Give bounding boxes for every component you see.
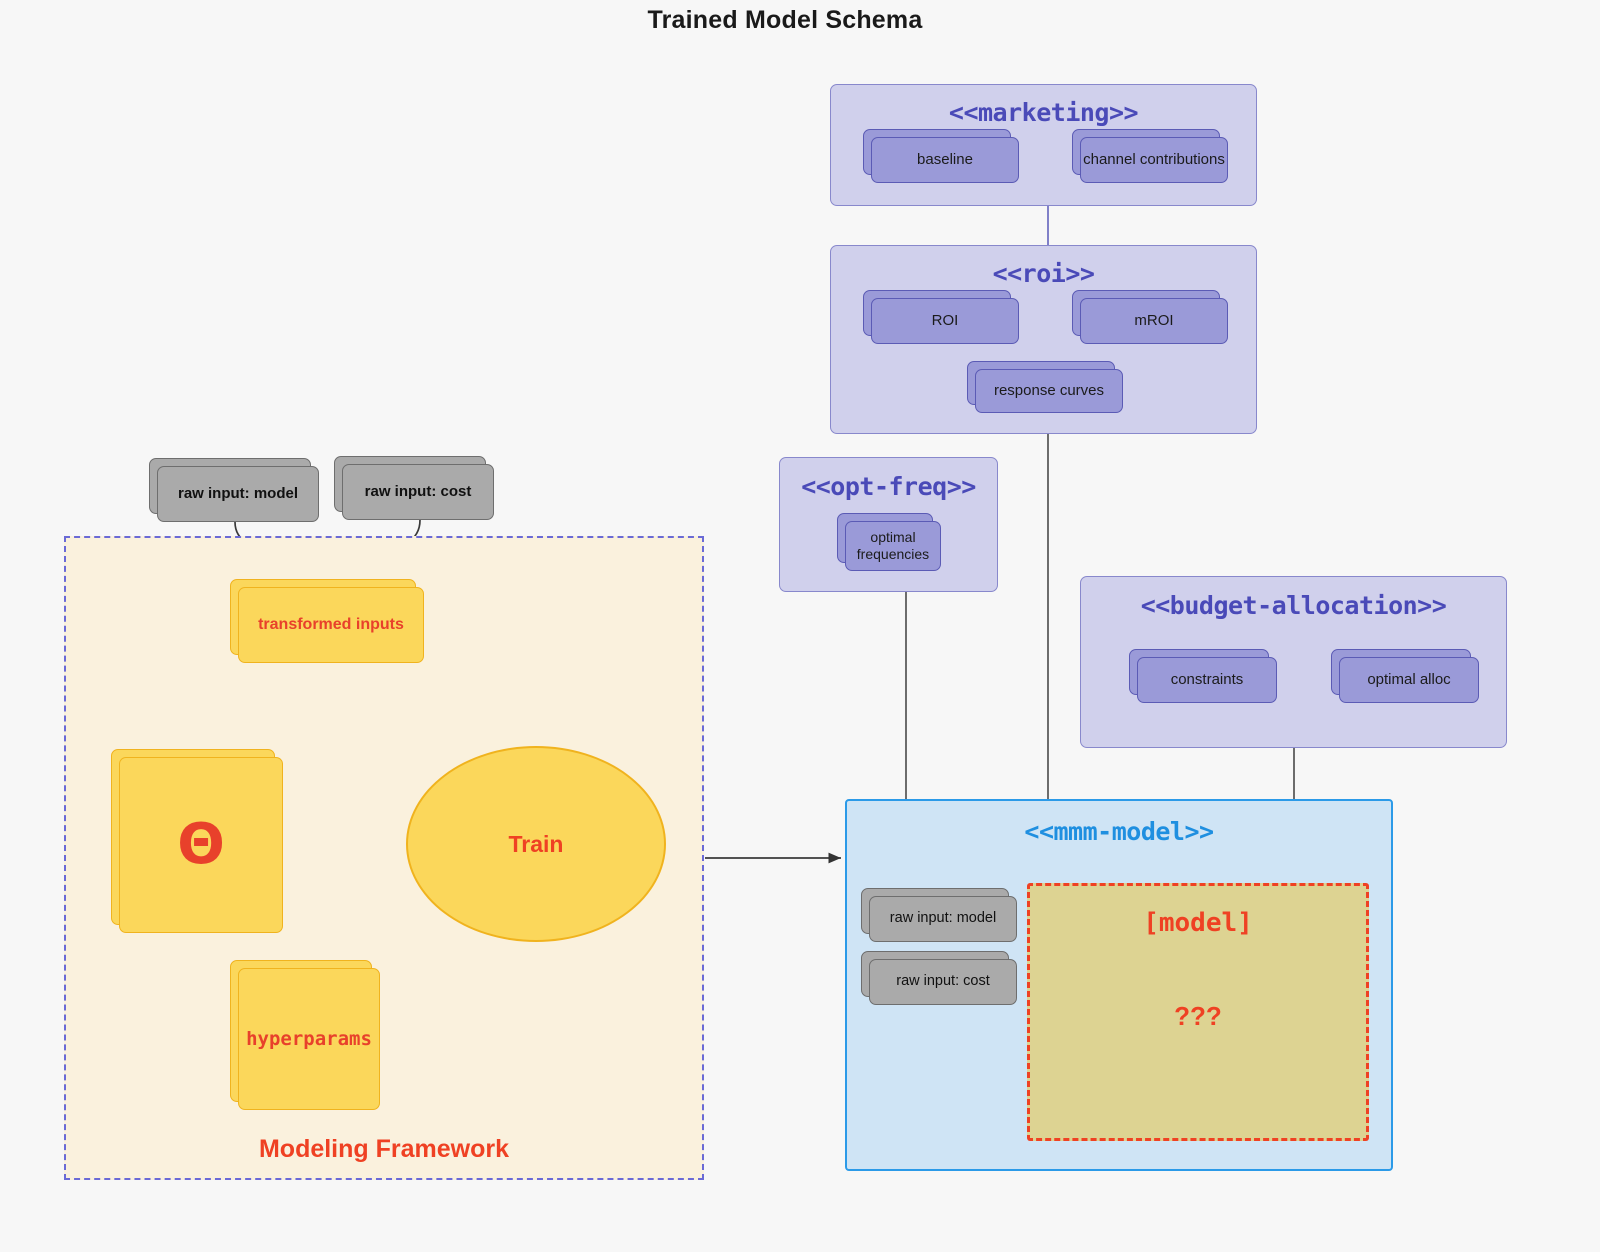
node-mroi[interactable]: mROI bbox=[1072, 290, 1228, 344]
package-budget-allocation-title: <<budget-allocation>> bbox=[1140, 591, 1447, 620]
raw-input-cost-label: raw input: cost bbox=[342, 464, 494, 520]
node-optimal-frequencies-line1: optimal bbox=[870, 529, 916, 546]
mmm-raw-input-model-label: raw input: model bbox=[869, 896, 1017, 942]
node-response-curves[interactable]: response curves bbox=[967, 361, 1123, 413]
mmm-raw-input-cost-label: raw input: cost bbox=[869, 959, 1017, 1005]
model-placeholder-unknown: ??? bbox=[1174, 1001, 1222, 1031]
theta-node[interactable]: Θ bbox=[111, 749, 283, 933]
package-marketing-title: <<marketing>> bbox=[948, 98, 1139, 127]
node-baseline-label: baseline bbox=[871, 137, 1019, 183]
modeling-framework-label: Modeling Framework bbox=[258, 1135, 510, 1163]
train-ellipse[interactable]: Train bbox=[406, 746, 666, 942]
node-constraints-label: constraints bbox=[1137, 657, 1277, 703]
package-opt-freq-title: <<opt-freq>> bbox=[801, 472, 976, 501]
node-channel-contributions[interactable]: channel contributions bbox=[1072, 129, 1228, 183]
train-label: Train bbox=[508, 830, 564, 857]
node-optimal-frequencies-label: optimal frequencies bbox=[845, 521, 941, 571]
node-constraints[interactable]: constraints bbox=[1129, 649, 1277, 703]
hyperparams-label: hyperparams bbox=[238, 968, 380, 1110]
node-roi[interactable]: ROI bbox=[863, 290, 1019, 344]
raw-input-cost-node[interactable]: raw input: cost bbox=[334, 456, 494, 520]
node-optimal-frequencies-line2: frequencies bbox=[856, 546, 930, 562]
hyperparams-node[interactable]: hyperparams bbox=[230, 960, 380, 1110]
model-placeholder-region: [model] ??? bbox=[1027, 883, 1369, 1141]
transformed-inputs-node[interactable]: transformed inputs bbox=[230, 579, 424, 663]
node-response-curves-label: response curves bbox=[975, 369, 1123, 413]
raw-input-model-node[interactable]: raw input: model bbox=[149, 458, 319, 522]
node-roi-label: ROI bbox=[871, 298, 1019, 344]
node-optimal-alloc-label: optimal alloc bbox=[1339, 657, 1479, 703]
transformed-inputs-label: transformed inputs bbox=[238, 587, 424, 663]
package-mmm-model-title: <<mmm-model>> bbox=[1024, 817, 1214, 846]
node-channel-contributions-label: channel contributions bbox=[1080, 137, 1228, 183]
page-title: Trained Model Schema bbox=[647, 6, 923, 34]
node-optimal-frequencies[interactable]: optimal frequencies bbox=[837, 513, 941, 571]
node-baseline[interactable]: baseline bbox=[863, 129, 1019, 183]
package-mmm-model: <<mmm-model>> raw input: model raw input… bbox=[845, 799, 1393, 1171]
package-roi-title: <<roi>> bbox=[992, 259, 1095, 288]
node-mroi-label: mROI bbox=[1080, 298, 1228, 344]
mmm-raw-input-model-node[interactable]: raw input: model bbox=[861, 888, 1017, 942]
raw-input-model-label: raw input: model bbox=[157, 466, 319, 522]
model-placeholder-label: [model] bbox=[1143, 908, 1253, 938]
mmm-raw-input-cost-node[interactable]: raw input: cost bbox=[861, 951, 1017, 1005]
node-optimal-alloc[interactable]: optimal alloc bbox=[1331, 649, 1479, 703]
theta-label: Θ bbox=[119, 757, 283, 933]
